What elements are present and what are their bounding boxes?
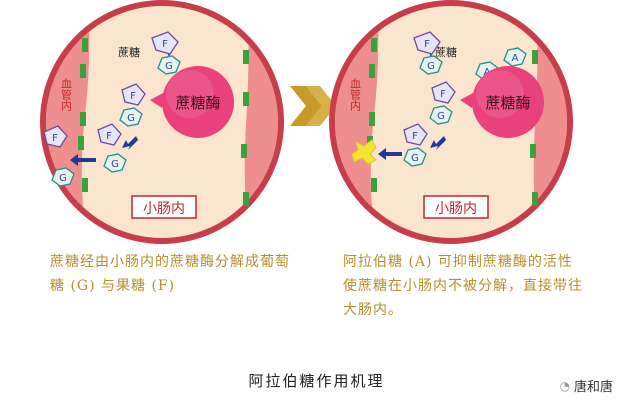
left-villi (78, 38, 249, 206)
sucrose-molecule: F G (151, 31, 181, 75)
sucrase-enzyme: 蔗糖酶 (150, 66, 234, 138)
right-caption: 阿拉伯糖 (A) 可抑制蔗糖酶的活性使蔗糖在小肠内不被分解，直接带往大肠内。 (343, 254, 583, 318)
wechat-icon: ◔ (559, 378, 570, 393)
left-lumen (46, 6, 278, 238)
svg-text:G: G (111, 159, 119, 170)
svg-text:蔗糖酶: 蔗糖酶 (485, 94, 530, 112)
fructose: F (43, 125, 68, 148)
watermark-text: 唐和唐 (573, 380, 613, 395)
svg-text:G: G (437, 111, 445, 122)
svg-text:A: A (484, 67, 491, 78)
transition-arrow-icon (290, 86, 336, 126)
sucrose-molecule: F G (119, 83, 146, 127)
svg-text:蔗糖酶: 蔗糖酶 (175, 94, 220, 112)
intestine-label: 小肠内 (423, 195, 489, 219)
blocked-cross-icon (351, 139, 377, 165)
sucrose-label: 蔗糖 (118, 45, 140, 59)
arabinose-molecule: A (503, 47, 527, 67)
fructose: F (97, 123, 122, 146)
svg-text:G: G (411, 153, 419, 164)
svg-text:小肠内: 小肠内 (143, 201, 185, 217)
sucrose-molecule: F G (403, 123, 428, 167)
svg-text:G: G (59, 173, 67, 184)
svg-text:G: G (165, 61, 173, 72)
watermark: ◔ 唐和唐 (559, 376, 614, 396)
svg-text:F: F (440, 89, 446, 100)
svg-text:F: F (52, 133, 58, 144)
left-panel: 血管内 蔗糖 F G F G 蔗糖酶 F (40, 0, 284, 244)
sucrose-molecule: F G (429, 81, 456, 125)
intestine-label: 小肠内 (131, 195, 197, 219)
svg-text:F: F (412, 131, 418, 142)
figure-title: 阿拉伯糖作用机理 (248, 372, 385, 390)
diagram-canvas: 血管内 蔗糖 F G F G 蔗糖酶 F (40, 0, 573, 244)
arrow-icon (378, 136, 446, 160)
sucrose-molecule: F G (413, 31, 443, 75)
right-panel: 血管内 蔗糖 F G A A F G 蔗糖酶 (329, 0, 573, 244)
sucrose-label: 蔗糖 (435, 45, 457, 59)
svg-text:小肠内: 小肠内 (435, 201, 477, 217)
glucose: G (103, 153, 127, 173)
svg-text:F: F (162, 39, 168, 50)
glucose: G (51, 167, 75, 187)
left-caption: 蔗糖经由小肠内的蔗糖酶分解成葡萄糖 (G) 与果糖 (F) (50, 254, 290, 294)
svg-text:A: A (512, 53, 519, 64)
svg-text:G: G (427, 61, 435, 72)
sucrase-enzyme: 蔗糖酶 (460, 66, 544, 138)
right-vessel-wall-right (533, 6, 567, 238)
svg-text:F: F (130, 91, 136, 102)
vessel-label: 血管内 (60, 77, 73, 112)
svg-text:F: F (106, 131, 112, 142)
vessel-label: 血管内 (349, 77, 362, 112)
arrow-icon (70, 136, 138, 166)
svg-text:G: G (127, 113, 135, 124)
svg-text:F: F (424, 39, 430, 50)
